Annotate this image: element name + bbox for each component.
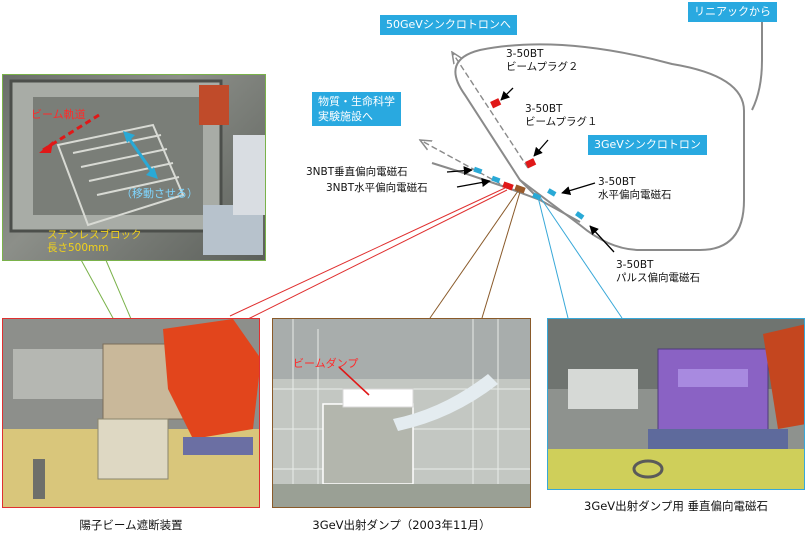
photo-beam-dump: ビームダンプ <box>272 318 531 508</box>
dump-vertical-magnet-marker <box>532 192 542 201</box>
3-50bt-pulse-magnet-marker <box>575 211 585 220</box>
caption-magnet: 3GeV出射ダンプ用 垂直偏向電磁石 <box>584 499 768 513</box>
label-3-50bt-horizontal: 3-50BT 水平偏向電磁石 <box>598 176 672 201</box>
3nbt-horizontal-magnet-marker <box>491 175 501 184</box>
label-3nbt-horizontal: 3NBT水平偏向電磁石 <box>326 182 428 194</box>
line-to-50gev <box>452 52 529 169</box>
label-stainless-block: ステンレスブロック 長さ500mm <box>47 229 142 254</box>
3-50bt-horizontal-magnet-marker <box>547 188 557 197</box>
label-movable: （移動させる） <box>121 187 198 200</box>
label-beam-plug-2: 3-50BT ビームプラグ２ <box>506 48 579 73</box>
photo-vertical-magnet <box>547 318 805 490</box>
photo-shutter-device <box>2 318 260 508</box>
label-3-50bt-pulse: 3-50BT パルス偏向電磁石 <box>616 259 700 284</box>
dump-marker <box>514 184 526 194</box>
label-3nbt-vertical: 3NBT垂直偏向電磁石 <box>306 166 408 178</box>
tag-from-linac: リニアックから <box>688 2 777 22</box>
caption-shutter: 陽子ビーム遮断装置 <box>79 518 183 532</box>
tag-3gev-synchrotron: 3GeVシンクロトロン <box>588 135 707 155</box>
label-beam-plug-1: 3-50BT ビームプラグ１ <box>525 103 598 128</box>
beam-plug-2-marker <box>490 98 502 109</box>
tag-50gev-synchrotron: 50GeVシンクロトロンへ <box>380 15 517 35</box>
shutter-marker <box>502 181 514 191</box>
3nbt-vertical-magnet-marker <box>473 166 483 175</box>
linac-line <box>694 14 763 111</box>
label-beam-orbit: ビーム軌道 <box>31 108 86 121</box>
photo-shutter-interior: ビーム軌道 （移動させる） ステンレスブロック 長さ500mm <box>2 74 266 261</box>
beam-plug-1-marker <box>525 158 537 169</box>
label-beam-dump: ビームダンプ <box>293 357 359 370</box>
tag-materials-life: 物質・生命科学 実験施設へ <box>312 92 401 126</box>
caption-dump: 3GeV出射ダンプ（2003年11月） <box>312 518 491 532</box>
line-to-materials-life <box>420 140 509 189</box>
